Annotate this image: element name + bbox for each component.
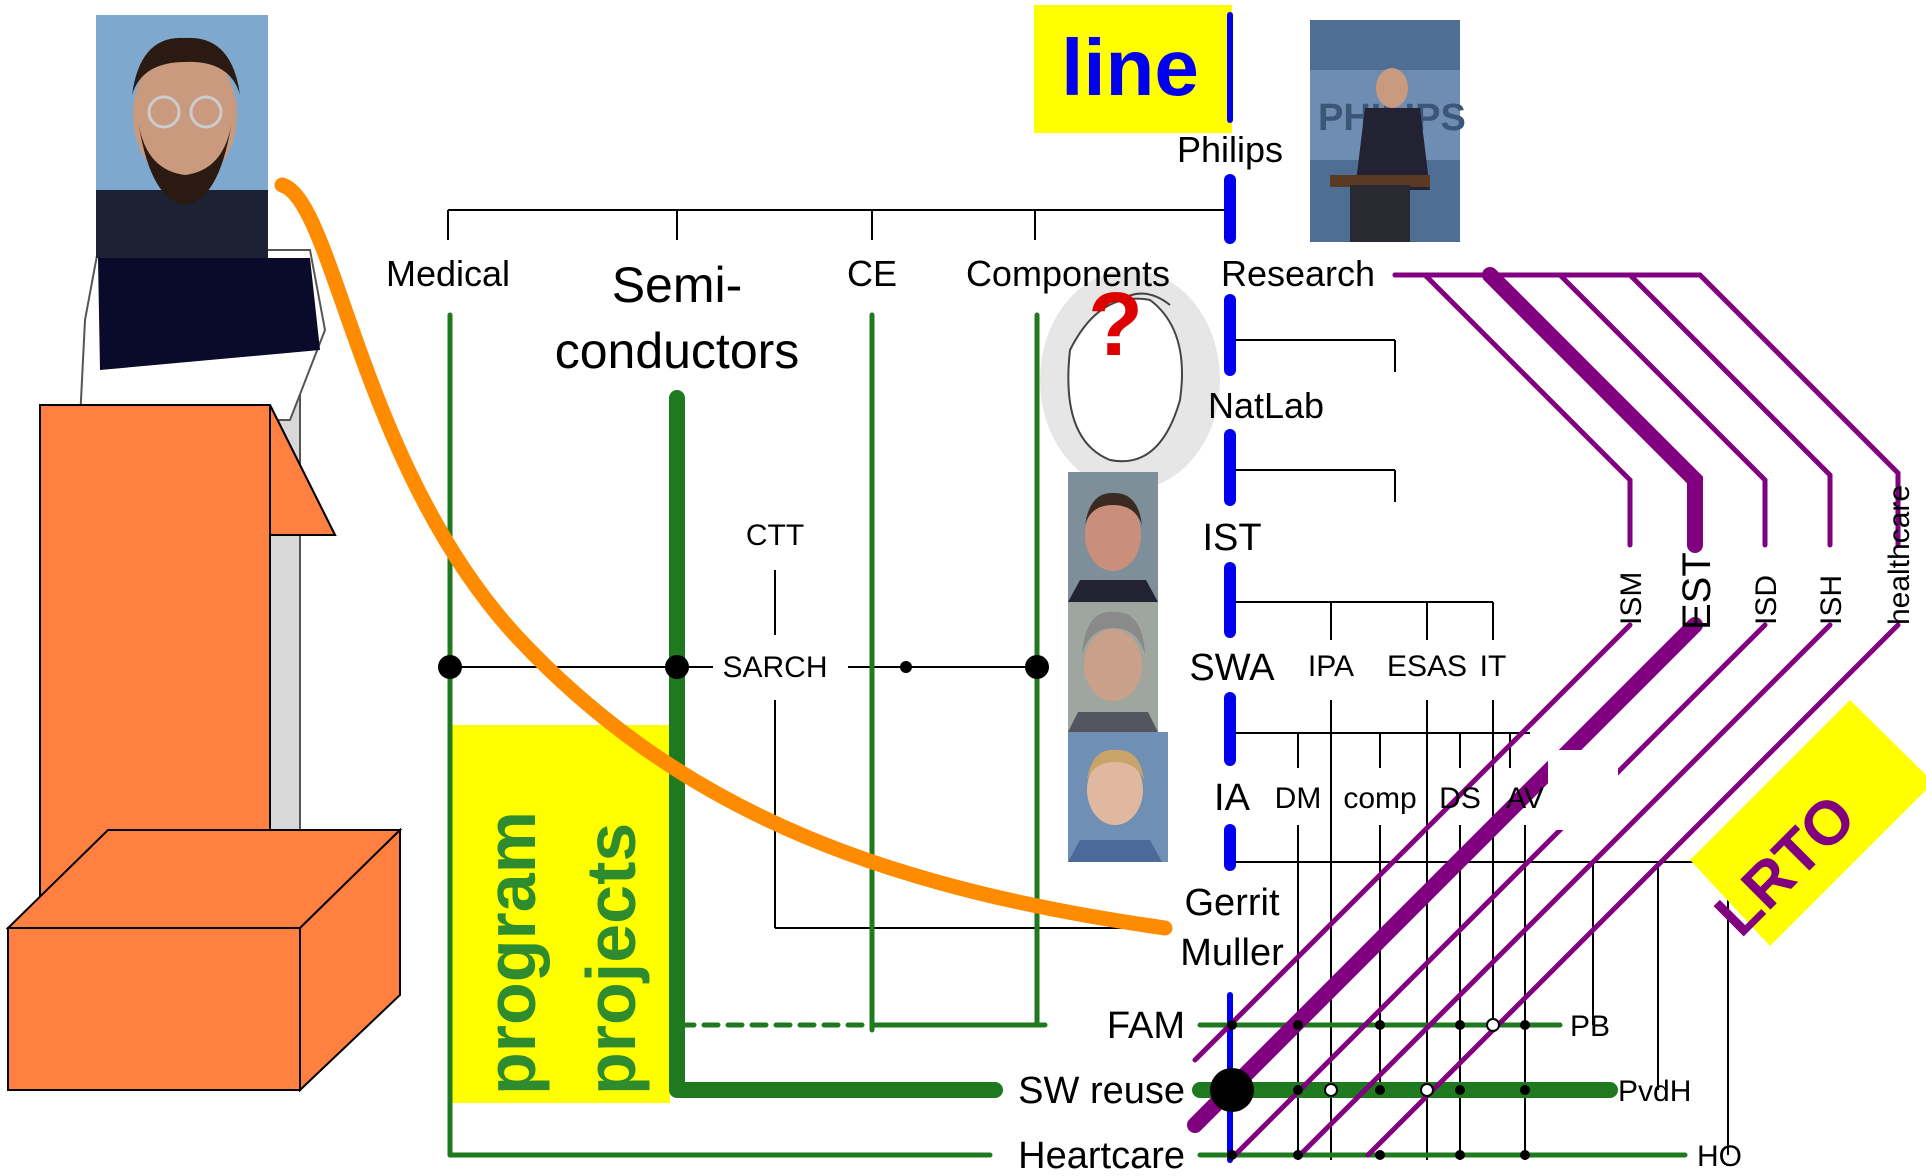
lrto-est: EST (1675, 552, 1719, 630)
lead-pb: PB (1570, 1010, 1610, 1043)
division-semi-line1: Semi- (612, 257, 743, 313)
open-junction-dots (1324, 1018, 1500, 1097)
presenter-link-curve (274, 177, 1173, 936)
program-fam: FAM (1107, 1005, 1185, 1047)
org-tree-lines (447, 209, 1729, 1160)
question-mark-icon: ? (1088, 275, 1143, 375)
presenter-photo (96, 15, 268, 258)
program-heartcare: Heartcare (1018, 1135, 1185, 1176)
podium (5, 404, 403, 1093)
research-ia: IA (1214, 777, 1251, 819)
division-ce: CE (847, 253, 897, 294)
lrto-highlight-box (1690, 700, 1926, 946)
program-highlight-box (450, 725, 670, 1103)
projects-label: projects (572, 823, 650, 1095)
research-swa: SWA (1189, 647, 1275, 689)
program-sw-reuse: SW reuse (1018, 1070, 1185, 1112)
org-labels: Philips Medical Semi- conductors CE Comp… (386, 129, 1916, 1176)
thinker-drawing: ? (1040, 270, 1220, 490)
person-name-line1: Gerrit (1185, 882, 1280, 924)
program-label: program (472, 811, 550, 1095)
lrto-ish: ISH (1815, 575, 1848, 625)
division-components: Components (966, 253, 1170, 294)
division-research: Research (1221, 253, 1375, 294)
research-ist: IST (1202, 517, 1261, 559)
swa-group-it: IT (1480, 650, 1507, 683)
research-natlab: NatLab (1208, 385, 1324, 426)
cross-sarch: SARCH (722, 651, 827, 684)
lrto-gap (1548, 750, 1618, 830)
manager-photo-2 (1068, 602, 1158, 732)
lrto-ism: ISM (1615, 572, 1648, 625)
division-medical: Medical (386, 253, 510, 294)
lrto-healthcare: healthcare (1883, 485, 1916, 625)
podium-top (269, 404, 337, 536)
lrto-isd: ISD (1750, 575, 1783, 625)
line-highlight-box (1034, 5, 1232, 133)
presenter-jacket (98, 258, 320, 370)
person-name-line2: Muller (1180, 932, 1284, 974)
philips-speaker-photo: PHILIPS (1310, 20, 1466, 242)
philips-label: Philips (1177, 129, 1283, 170)
ia-group-dm: DM (1275, 782, 1322, 815)
manager-photo-3 (1068, 732, 1168, 862)
sarch-label-bg (713, 645, 848, 687)
swa-group-ipa: IPA (1308, 650, 1354, 683)
lead-pvdh: PvdH (1618, 1075, 1691, 1108)
division-semi-line2: conductors (555, 323, 800, 379)
ia-group-ds: DS (1439, 782, 1481, 815)
line-label: line (1061, 23, 1199, 112)
junction-dots (438, 655, 1530, 1160)
podium-box-front (7, 927, 301, 1091)
ia-group-av: AV (1506, 782, 1544, 815)
lrto-lines (1187, 267, 1901, 1158)
manager-photo-1 (1068, 472, 1158, 602)
lead-ho: HO (1697, 1140, 1742, 1173)
cross-ctt: CTT (746, 519, 804, 552)
ia-group-comp: comp (1343, 782, 1416, 815)
swa-group-esas: ESAS (1387, 650, 1467, 683)
